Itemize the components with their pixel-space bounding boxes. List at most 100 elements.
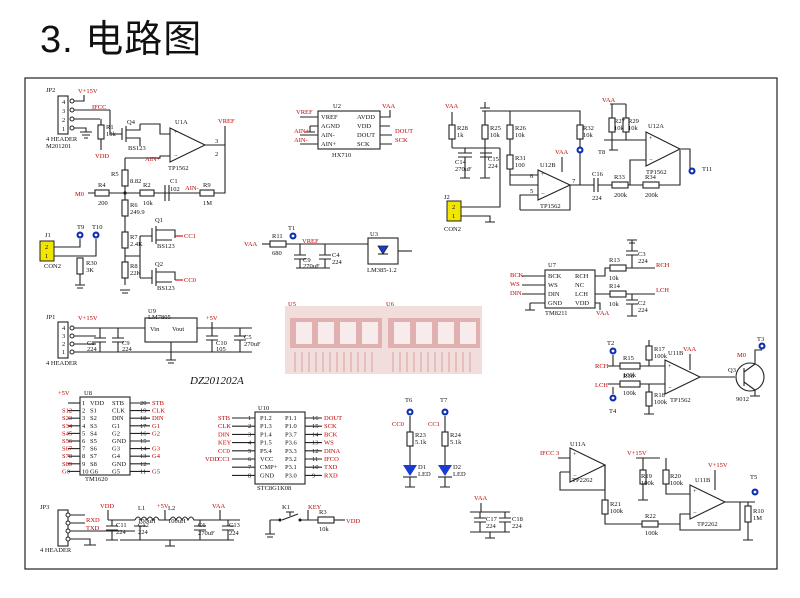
jp2-name: 4 HEADER bbox=[46, 136, 78, 143]
u10-net-right: WS bbox=[324, 440, 334, 447]
schematic-label: AIN+ bbox=[294, 128, 310, 135]
schematic-label: C9 bbox=[303, 257, 311, 264]
u8-pin-num: 9 bbox=[82, 461, 85, 468]
schematic-label: CC0 bbox=[392, 421, 404, 428]
schematic-label: R22 bbox=[645, 513, 656, 520]
schematic-label: CC1 bbox=[428, 421, 440, 428]
schematic-label: VAA bbox=[445, 103, 459, 110]
schematic-label: 4 bbox=[62, 99, 66, 106]
u8-pin-right: STB bbox=[112, 400, 125, 407]
schematic-label: C15 bbox=[488, 156, 499, 163]
u10-net-left: STB bbox=[218, 415, 231, 422]
schematic-label: JP1 bbox=[46, 314, 55, 321]
schematic-label: VAA bbox=[683, 346, 697, 353]
schematic-label: U12A bbox=[648, 123, 664, 130]
u10-pin-left: P1.2 bbox=[260, 415, 272, 422]
schematic-label: U2 bbox=[333, 103, 341, 110]
schematic-label: C14 bbox=[455, 159, 467, 166]
schematic-label: U8 bbox=[84, 390, 92, 397]
schematic-label: TM1620 bbox=[85, 476, 108, 483]
schematic-label: R5 bbox=[111, 171, 119, 178]
u10-pin-right: P3.3 bbox=[285, 448, 297, 455]
u8-pin-num: 10 bbox=[82, 468, 89, 475]
schematic-label: − bbox=[174, 153, 178, 160]
schematic-label: R29 bbox=[628, 118, 639, 125]
schematic-label: 200k bbox=[645, 192, 659, 199]
schematic-label: STC8G1K08 bbox=[257, 485, 291, 492]
schematic-label: C8 bbox=[87, 340, 95, 347]
schematic-label: 1 bbox=[62, 349, 65, 356]
schematic-label: RXD bbox=[86, 517, 100, 524]
u10-pin-left: P5.4 bbox=[260, 448, 272, 455]
schematic-label: 100uH bbox=[138, 518, 156, 525]
schematic-label: BS123 bbox=[157, 285, 175, 292]
schematic-label: 4 HEADER bbox=[46, 360, 78, 367]
schematic-label: 5.1k bbox=[415, 439, 427, 446]
u10-pin-right: P3.0 bbox=[285, 472, 297, 479]
u8-net-right: G4 bbox=[152, 453, 161, 460]
schematic-label: U11A bbox=[570, 441, 586, 448]
schematic-label: 100k bbox=[645, 530, 659, 537]
schematic-label: 224 bbox=[138, 529, 149, 536]
schematic-label: R18 bbox=[654, 392, 665, 399]
schematic-label: C18 bbox=[512, 516, 523, 523]
schematic-label: C5 bbox=[244, 334, 252, 341]
u10-net-left: DIN bbox=[218, 431, 230, 438]
schematic-label: R15 bbox=[623, 355, 634, 362]
schematic-label: 2.4K bbox=[130, 241, 143, 248]
u8-tm1620: +5V U8 TM1620 VDD1S12S12S23S23S34S34S45S… bbox=[58, 390, 165, 483]
u8-net-left: S56 bbox=[62, 438, 73, 445]
schematic-label: 224 bbox=[638, 258, 649, 265]
schematic-label: AIN+ bbox=[145, 156, 161, 163]
schematic-label: 2 bbox=[215, 151, 218, 158]
schematic-label: 22K bbox=[130, 270, 142, 277]
schematic-label: VDD bbox=[575, 300, 589, 307]
schematic-label: 2 bbox=[45, 244, 48, 251]
schematic-label: 7 bbox=[572, 178, 576, 185]
schematic-label: 10k bbox=[515, 132, 526, 139]
schematic-label: R32 bbox=[583, 125, 594, 132]
u10-net-left: KEY bbox=[218, 440, 232, 447]
schematic-label: + bbox=[573, 451, 577, 458]
schematic-label: K1 bbox=[282, 504, 290, 511]
schematic-label: + bbox=[174, 129, 178, 136]
schematic-label: TP1562 bbox=[646, 169, 667, 176]
u8-pin-right: GND bbox=[112, 438, 126, 445]
schematic-label: R8 bbox=[130, 263, 138, 270]
schematic-label: T11 bbox=[702, 166, 712, 173]
schematic-label: T10 bbox=[92, 224, 102, 231]
schematic-label: 1M bbox=[753, 515, 762, 522]
schematic-label: 224 bbox=[486, 523, 497, 530]
schematic-label: J1 bbox=[45, 232, 51, 239]
schematic-label: VAA bbox=[602, 97, 616, 104]
schematic-label: VREF bbox=[218, 118, 235, 125]
schematic-label: 224 bbox=[332, 259, 343, 266]
schematic-label: AIN- bbox=[185, 185, 199, 192]
u8-pin-num: 7 bbox=[82, 446, 86, 453]
u8-net-right: G5 bbox=[152, 468, 160, 475]
schematic-label: BS123 bbox=[157, 243, 175, 250]
schematic-label: R33 bbox=[614, 174, 625, 181]
u8-pin-left: S8 bbox=[90, 461, 97, 468]
schematic-label: 224 bbox=[488, 163, 499, 170]
schematic-label: T1 bbox=[288, 225, 295, 232]
schematic-label: R16 bbox=[623, 373, 635, 380]
schematic-label: VREF bbox=[302, 238, 319, 245]
schematic-label: IFCC bbox=[92, 104, 106, 111]
schematic-label: TM8211 bbox=[545, 310, 568, 317]
schematic-label: V+15V bbox=[627, 450, 647, 457]
u8-pin-right: G5 bbox=[112, 468, 120, 475]
schematic-label: 100k bbox=[654, 353, 668, 360]
u10-pin-right: P3.2 bbox=[285, 456, 297, 463]
schematic-label: R3 bbox=[319, 509, 327, 516]
schematic-label: AVDD bbox=[357, 114, 375, 121]
schematic-label: R25 bbox=[490, 125, 501, 132]
schematic-label: 270uF bbox=[244, 341, 261, 348]
schematic-label: R26 bbox=[515, 125, 527, 132]
schematic-label: C11 bbox=[116, 522, 127, 529]
schematic-label: R9 bbox=[203, 182, 211, 189]
u8-pin-left: S5 bbox=[90, 438, 97, 445]
u8-pin-right: G1 bbox=[112, 423, 120, 430]
